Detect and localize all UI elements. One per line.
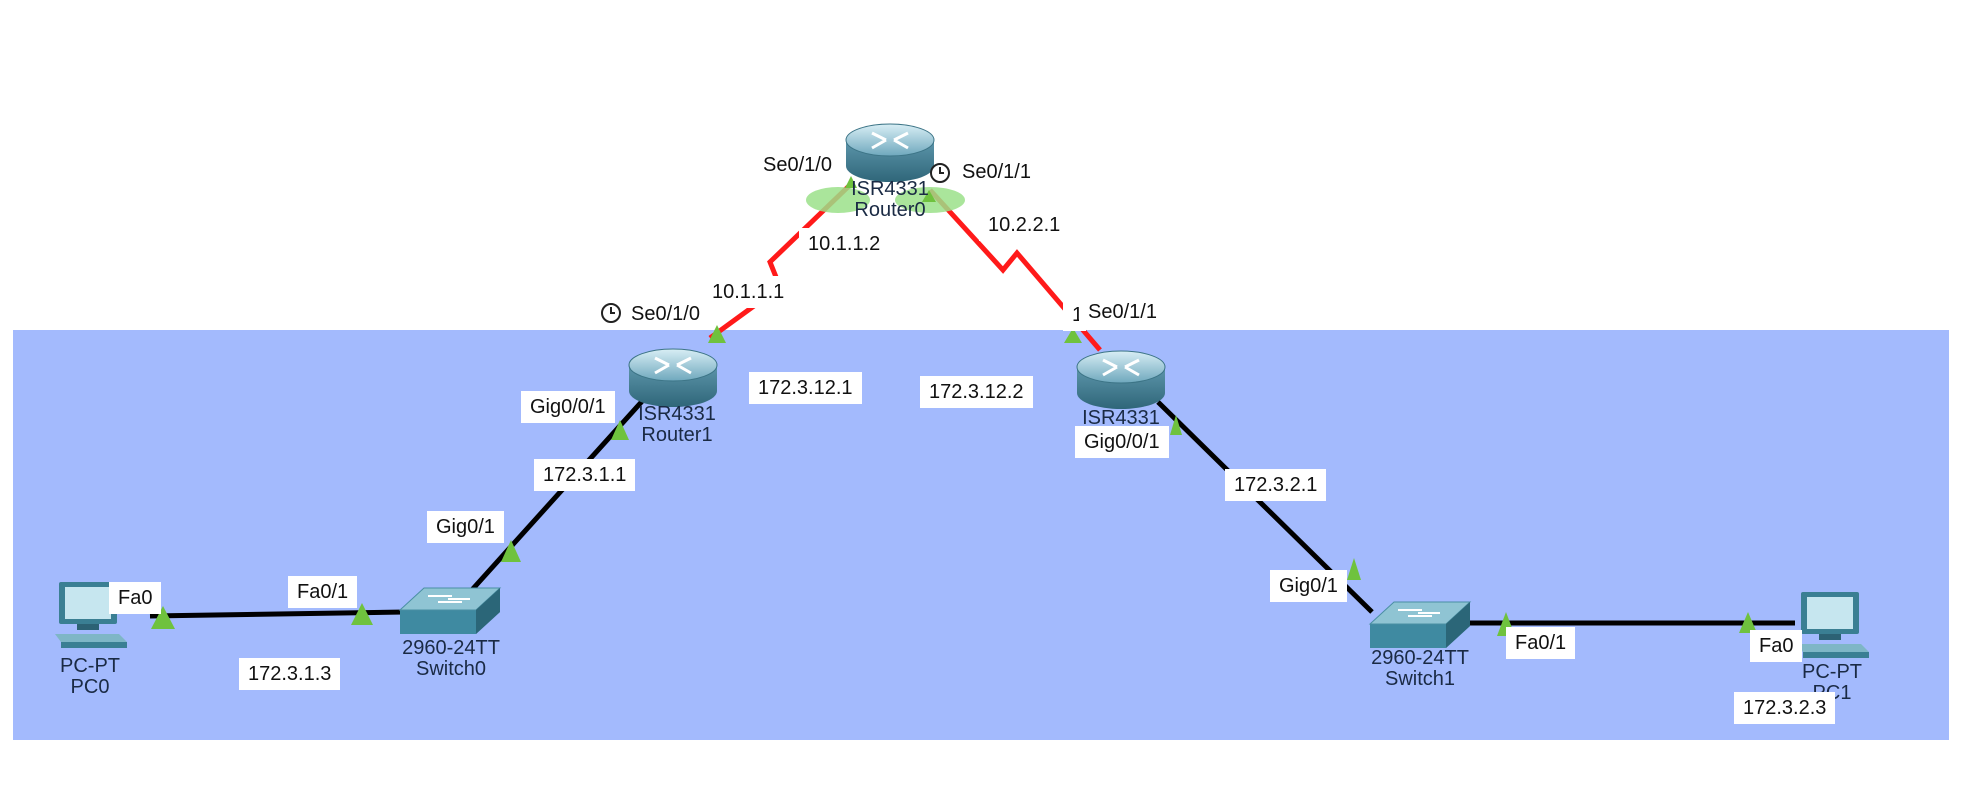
device-name: Router1 [641,424,713,446]
label-r0-ip-right: 10.2.2.1 [979,209,1070,241]
link-up-marker [1064,328,1082,343]
switch-icon[interactable] [398,587,502,634]
pc0-caption: PC-PT PC0 [60,656,120,698]
router-icon[interactable] [1076,350,1166,409]
link-up-marker [922,190,936,202]
label-r0-ip-left: 10.1.1.2 [799,228,890,260]
link-up-marker [501,540,521,562]
label-pc0-ip: 172.3.1.3 [239,658,341,690]
label-r2-gig001: Gig0/0/1 [1075,426,1169,458]
device-model: 2960-24TT [402,637,500,659]
device-model: PC-PT [60,655,120,677]
device-model: PC-PT [1802,661,1862,683]
link-up-marker [1170,415,1182,435]
router-icon[interactable] [628,348,718,407]
label-r0-se010: Se0/1/0 [763,154,832,176]
serial-link-router0-router2[interactable] [928,188,1102,352]
device-name: Router0 [854,199,926,221]
router2-caption: ISR4331 [1082,408,1160,429]
device-name: Switch0 [415,658,487,680]
link-up-marker [708,325,726,343]
label-r2-se011: Se0/1/1 [1079,296,1166,328]
port-glow-r0-left [806,187,870,213]
label-r1-ip-lan: 172.3.1.1 [534,459,636,491]
device-name: Switch1 [1384,668,1456,690]
clock-icon [930,163,950,183]
link-up-marker [1347,558,1361,580]
label-r2-ip-lan: 172.3.2.1 [1225,469,1327,501]
switch-icon[interactable] [1368,601,1472,648]
device-model: ISR4331 [1082,407,1160,429]
label-pc1-ip: 172.3.2.3 [1734,692,1836,724]
switch0-caption: 2960-24TT Switch0 [402,638,500,680]
label-r0-se011: Se0/1/1 [962,161,1031,183]
pc-icon[interactable] [55,582,127,648]
label-r1-se010: Se0/1/0 [622,298,709,330]
label-r2-ip-extra: 172.3.12.2 [920,376,1033,408]
router0-caption: ISR4331 Router0 [851,179,929,221]
label-r1-ip-extra: 172.3.12.1 [749,372,862,404]
router1-caption: ISR4331 Router1 [638,404,716,446]
label-r1-gig001: Gig0/0/1 [521,391,615,423]
device-model: ISR4331 [638,403,716,425]
link-up-marker [1739,612,1757,633]
link-up-marker [351,603,373,625]
label-pc0-fa0: Fa0 [109,582,162,614]
link-up-marker [151,606,175,629]
switch1-caption: 2960-24TT Switch1 [1371,648,1469,690]
label-sw1-fa01: Fa0/1 [1506,627,1576,659]
pc-icon[interactable] [1797,592,1869,658]
link-up-marker [611,420,629,440]
clock-icon [601,303,621,323]
label-sw0-fa01: Fa0/1 [288,576,358,608]
device-model: 2960-24TT [1371,647,1469,669]
label-pc1-fa0: Fa0 [1750,630,1803,662]
label-r1-ip-serial: 10.1.1.1 [703,276,794,308]
device-name: PC0 [70,676,110,698]
device-model: ISR4331 [851,178,929,200]
serial-link-router1-router0[interactable] [708,183,852,341]
label-sw1-gig01: Gig0/1 [1270,570,1347,602]
label-sw0-gig01: Gig0/1 [427,511,504,543]
link-up-marker [845,176,857,188]
router-icon[interactable] [845,123,935,182]
